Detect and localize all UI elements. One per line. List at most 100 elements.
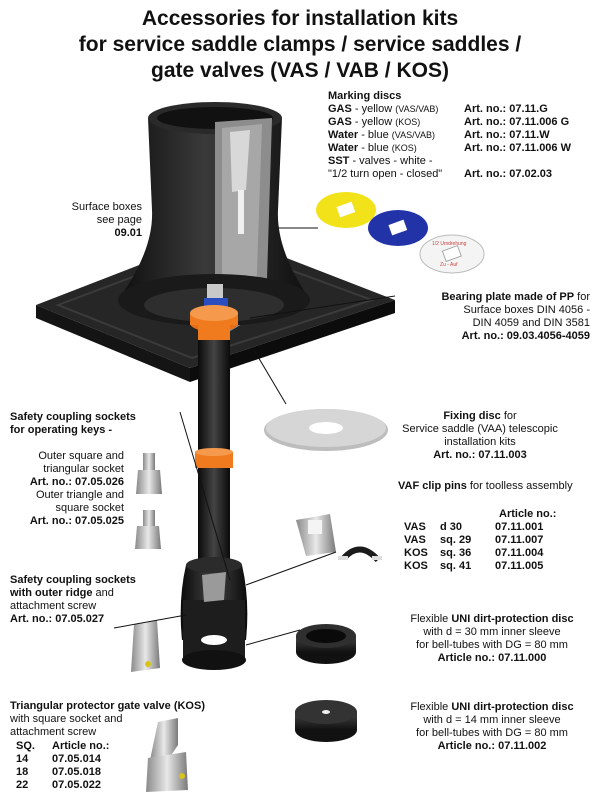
marking-disc-desc: Water - blue (KOS) [328,142,464,155]
title-line-2: for service saddle clamps / service sadd… [78,33,522,56]
fixing-disc-line2: Service saddle (VAA) telescopic [402,423,558,435]
protector-row: 22 07.05.022 [16,779,109,792]
uni-disc-30-block: Flexible UNI dirt-protection disc with d… [392,613,592,665]
outer-ridge-line1: Safety coupling sockets [10,574,136,586]
marking-disc-row: Water - blue (KOS)Art. no.: 07.11.006 W [328,142,571,155]
vaf-clip-rest: for toolless assembly [466,480,573,492]
page-title: Accessories for installation kits for se… [0,6,600,84]
uni-disc-30-line3: for bell-tubes with DG = 80 mm [416,639,568,651]
marking-disc-color: - blue [358,142,392,154]
marking-disc-row: GAS - yellow (KOS)Art. no.: 07.11.006 G [328,116,571,129]
protector-line2: with square socket and [10,713,123,725]
marking-disc-row: "1/2 turn open - closed"Art. no.: 07.02.… [328,168,571,181]
white-disc-text-top: 1/2 Umdrehung [432,241,467,247]
marking-disc-medium: SST [328,155,350,167]
protector-col-art: Article no.: [52,740,110,752]
marking-disc-medium: Water [328,142,359,154]
protector-sq: 22 [16,779,29,791]
marking-disc-type: (VAS/VAB) [391,130,435,140]
marking-disc-color: - yellow [351,103,396,115]
protector-heading: Triangular protector gate valve (KOS) [10,700,205,712]
marking-disc-type: (KOS) [391,143,417,153]
fixing-disc-block: Fixing disc for Service saddle (VAA) tel… [390,410,570,462]
surface-box-graphic [118,102,310,340]
vaf-clip-size: d 30 [440,521,463,533]
marking-disc-desc: "1/2 turn open - closed" [328,168,464,181]
uni-discs-graphic [295,624,357,742]
bearing-plate-line3: DIN 4059 and DIN 3581 [472,317,590,329]
fixing-disc-art: Art. no.: 07.11.003 [433,449,527,461]
vaf-clip-heading: VAF clip pins [398,480,467,492]
surface-boxes-line2: see page [96,214,142,226]
protector-art: 07.05.014 [52,753,101,765]
marking-disc-medium: Water [328,129,359,141]
marking-disc-desc: GAS - yellow (KOS) [328,116,464,129]
marking-disc-art: Art. no.: 07.02.03 [464,168,553,180]
leader-lines [113,227,396,646]
uni-disc-14-art: Article no.: 07.11.002 [437,740,547,752]
bell-tube-graphic [180,557,248,670]
protector-col-sq: SQ. [16,740,35,752]
white-disc-text-bottom: Zu - Auf [440,262,458,268]
bearing-plate-rest: for [574,291,590,303]
marking-discs-graphic [316,192,485,274]
socket-item2-line1: Outer triangle and [35,489,124,501]
marking-disc-type: (VAS/VAB) [395,104,439,114]
vaf-clip-art: 07.11.001 [495,521,544,533]
marking-disc-row: SST - valves - white - [328,155,571,168]
vaf-clip-label: VAS [404,534,426,546]
marking-disc-type: (KOS) [395,117,421,127]
uni-disc-14-heading: UNI dirt-protection disc [451,701,574,713]
fixing-disc-graphic [264,409,388,451]
marking-disc-art: Art. no.: 07.11.W [464,129,550,141]
telescopic-tube-graphic [195,340,233,560]
vaf-clip-label: KOS [404,547,428,559]
marking-disc-desc: SST - valves - white - [328,155,464,168]
marking-disc-row: Water - blue (VAS/VAB) Art. no.: 07.11.W [328,129,571,142]
uni-disc-30-heading: UNI dirt-protection disc [451,613,574,625]
vaf-clip-heading-line: VAF clip pins for toolless assembly [398,480,588,493]
marking-disc-desc: GAS - yellow (VAS/VAB) [328,103,464,116]
safety-sockets-items: Outer square and triangular socket Art. … [10,450,124,528]
title-line-3: gate valves (VAS / VAB / KOS) [151,59,449,82]
vaf-clip-graphic [296,514,382,563]
socket-item1-art: Art. no.: 07.05.026 [29,476,124,488]
surface-boxes-block: Surface boxes see page 09.01 [10,201,142,240]
uni-disc-30-pre: Flexible [410,613,452,625]
socket-item2-line2: square socket [55,502,124,514]
vaf-clip-label: KOS [404,560,428,572]
socket-item2-art: Art. no.: 07.05.025 [29,515,124,527]
fixing-disc-heading: Fixing disc [443,410,501,422]
marking-disc-color: - blue [358,129,392,141]
bearing-plate-block: Bearing plate made of PP for Surface box… [360,291,590,343]
vaf-clip-art: 07.11.005 [495,560,544,572]
socket-item1-line2: triangular socket [43,463,124,475]
uni-disc-14-pre: Flexible [410,701,452,713]
socket-pieces-graphic [131,453,188,792]
marking-disc-art: Art. no.: 07.11.006 G [464,116,570,128]
fixing-disc-line3: installation kits [444,436,516,448]
safety-sockets-heading1: Safety coupling sockets [10,411,136,423]
marking-disc-art: Art. no.: 07.11.006 W [464,142,571,154]
surface-boxes-line1: Surface boxes [71,201,142,213]
marking-disc-art: Art. no.: 07.11.G [464,103,548,115]
marking-discs-block: Marking discs GAS - yellow (VAS/VAB)Art.… [328,90,590,181]
vaf-clip-row: KOS sq. 41 07.11.005 [404,560,543,573]
safety-sockets-heading2: for operating keys - [10,424,113,436]
protector-block: Triangular protector gate valve (KOS) wi… [10,700,230,739]
vaf-clip-size: sq. 41 [440,560,472,572]
outer-ridge-art: Art. no.: 07.05.027 [10,613,105,625]
uni-disc-30-art: Article no.: 07.11.000 [437,652,547,664]
protector-art: 07.05.018 [52,766,101,778]
protector-art: 07.05.022 [52,779,101,791]
uni-disc-14-line2: with d = 14 mm inner sleeve [423,714,561,726]
uni-disc-14-line3: for bell-tubes with DG = 80 mm [416,727,568,739]
socket-item1-line1: Outer square and [38,450,124,462]
vaf-clip-art: 07.11.007 [495,534,544,546]
title-line-1: Accessories for installation kits [141,7,459,30]
